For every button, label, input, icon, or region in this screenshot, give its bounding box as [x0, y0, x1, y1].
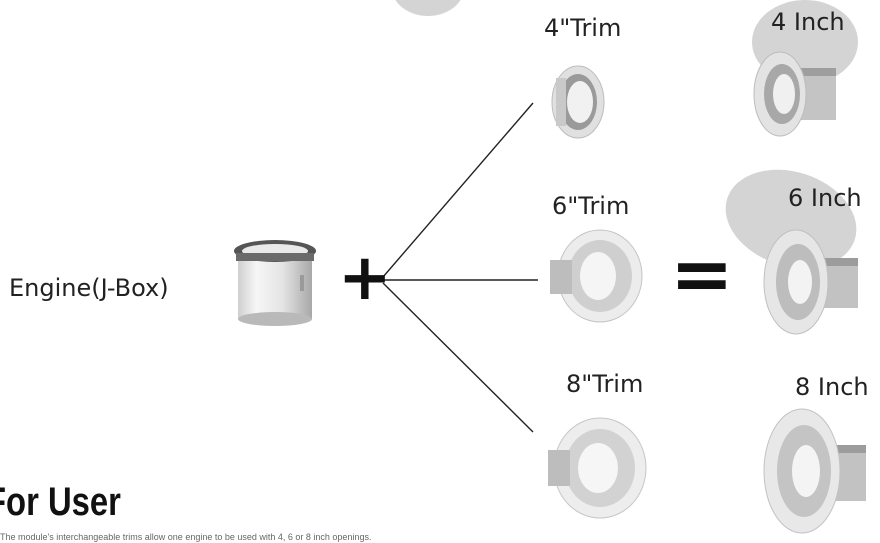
trim-label-4: 4"Trim — [544, 14, 622, 42]
connector-line-4inch — [382, 102, 534, 278]
result-4-inch-image — [753, 51, 836, 137]
engine-jbox-image — [234, 240, 316, 326]
decorative-blob-top — [392, 0, 464, 16]
result-6-inch-image — [763, 229, 858, 335]
section-caption: The module's interchangeable trims allow… — [0, 532, 372, 542]
result-label-4-inch: 4 Inch — [771, 8, 845, 36]
result-8-inch-image — [763, 408, 866, 534]
trim-label-8: 8"Trim — [566, 370, 644, 398]
equals-symbol: = — [670, 229, 734, 318]
result-label-6-inch: 6 Inch — [788, 184, 862, 212]
trim-4-image — [551, 65, 605, 139]
trim-label-6: 6"Trim — [552, 192, 630, 220]
result-label-8-inch: 8 Inch — [795, 373, 869, 401]
trim-6-image — [550, 229, 643, 323]
connector-line-8inch — [382, 282, 534, 433]
plus-symbol: + — [338, 241, 392, 315]
engine-label: Engine(J-Box) — [9, 274, 169, 302]
trim-8-image — [548, 417, 647, 519]
section-heading: For User — [0, 480, 121, 524]
